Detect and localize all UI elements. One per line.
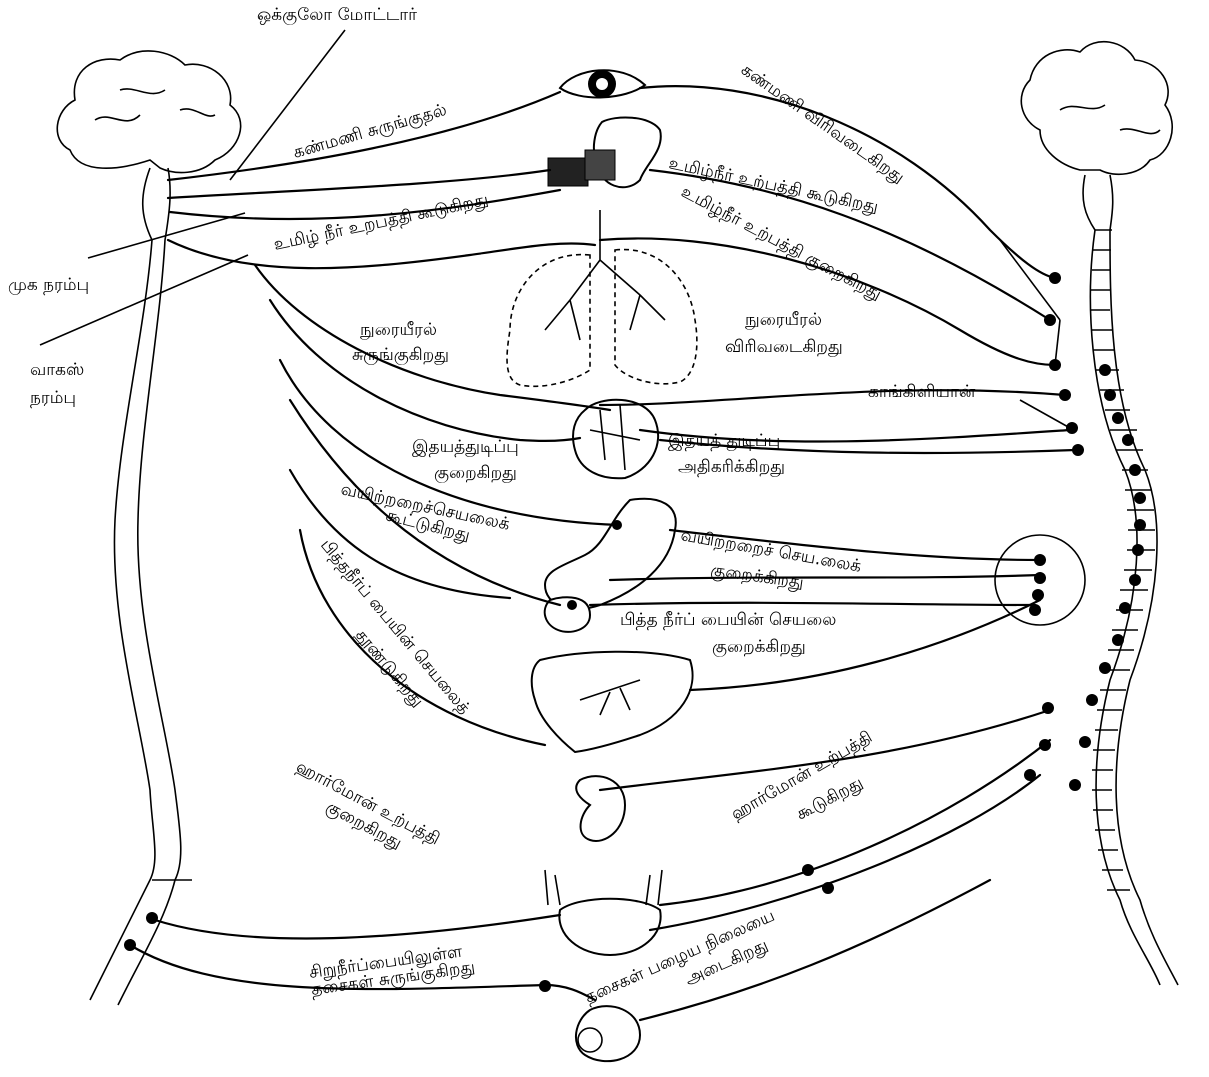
stomach	[545, 499, 676, 609]
label-facial-nerve: முக நரம்பு	[8, 275, 89, 295]
label-bile-reduce-1: பித்த நீர்ப் பையின் செயலை	[620, 610, 836, 630]
lungs	[507, 210, 697, 386]
right-brain	[1021, 42, 1172, 175]
label-vagus-1: வாகஸ்	[30, 360, 84, 380]
label-pupil-constrict: கண்மணி சுருங்குதல்	[291, 100, 449, 163]
bladder	[545, 870, 662, 955]
leader-lines	[40, 30, 1070, 428]
liver	[532, 652, 693, 752]
label-saliva-increase-2: உமிழ் நீர் உறபத்தி கூடுகிறது	[272, 190, 490, 255]
label-oculomotor: ஒக்குலோ மோட்டார்	[257, 5, 417, 25]
label-ganglion: காங்கிளியான்	[868, 382, 976, 402]
label-bronchi-dilate-2: விரிவடைகிறது	[725, 337, 843, 357]
label-bronchi-constrict-2: சுருங்குகிறது	[352, 345, 449, 365]
label-stomach-decrease-2: குறைக்கிறது	[709, 560, 805, 593]
label-heart-slow-1: இதயத்துடிப்பு	[412, 437, 519, 457]
salivary-glands	[548, 117, 661, 187]
label-bronchi-constrict-1: நுரையீரல்	[360, 320, 437, 340]
label-heart-slow-2: குறைகிறது	[434, 463, 517, 483]
labels: ஒக்குலோ மோட்டார் கண்மணி சுருங்குதல் கண்ம…	[8, 5, 976, 1008]
reproductive-organ	[576, 1006, 640, 1061]
label-bile-reduce-2: குறைக்கிறது	[712, 637, 806, 657]
label-heart-fast-2: அதிகரிக்கிறது	[678, 457, 785, 477]
left-brain	[57, 51, 240, 173]
label-bronchi-dilate-1: நுரையீரல்	[745, 310, 822, 330]
label-pupil-dilate: கண்மணி விரிவடைகிறது	[737, 60, 908, 188]
label-bile-stimulate-1: பித்தநீர்ப் பையின் செயலைத்	[316, 535, 474, 718]
eye	[560, 70, 645, 98]
heart	[573, 400, 658, 478]
kidney	[576, 776, 625, 841]
label-heart-fast-1: இதயத் துடிப்பு	[668, 431, 780, 451]
label-vagus-2: நரம்பு	[30, 388, 76, 408]
left-spinal-cord	[90, 168, 192, 1005]
